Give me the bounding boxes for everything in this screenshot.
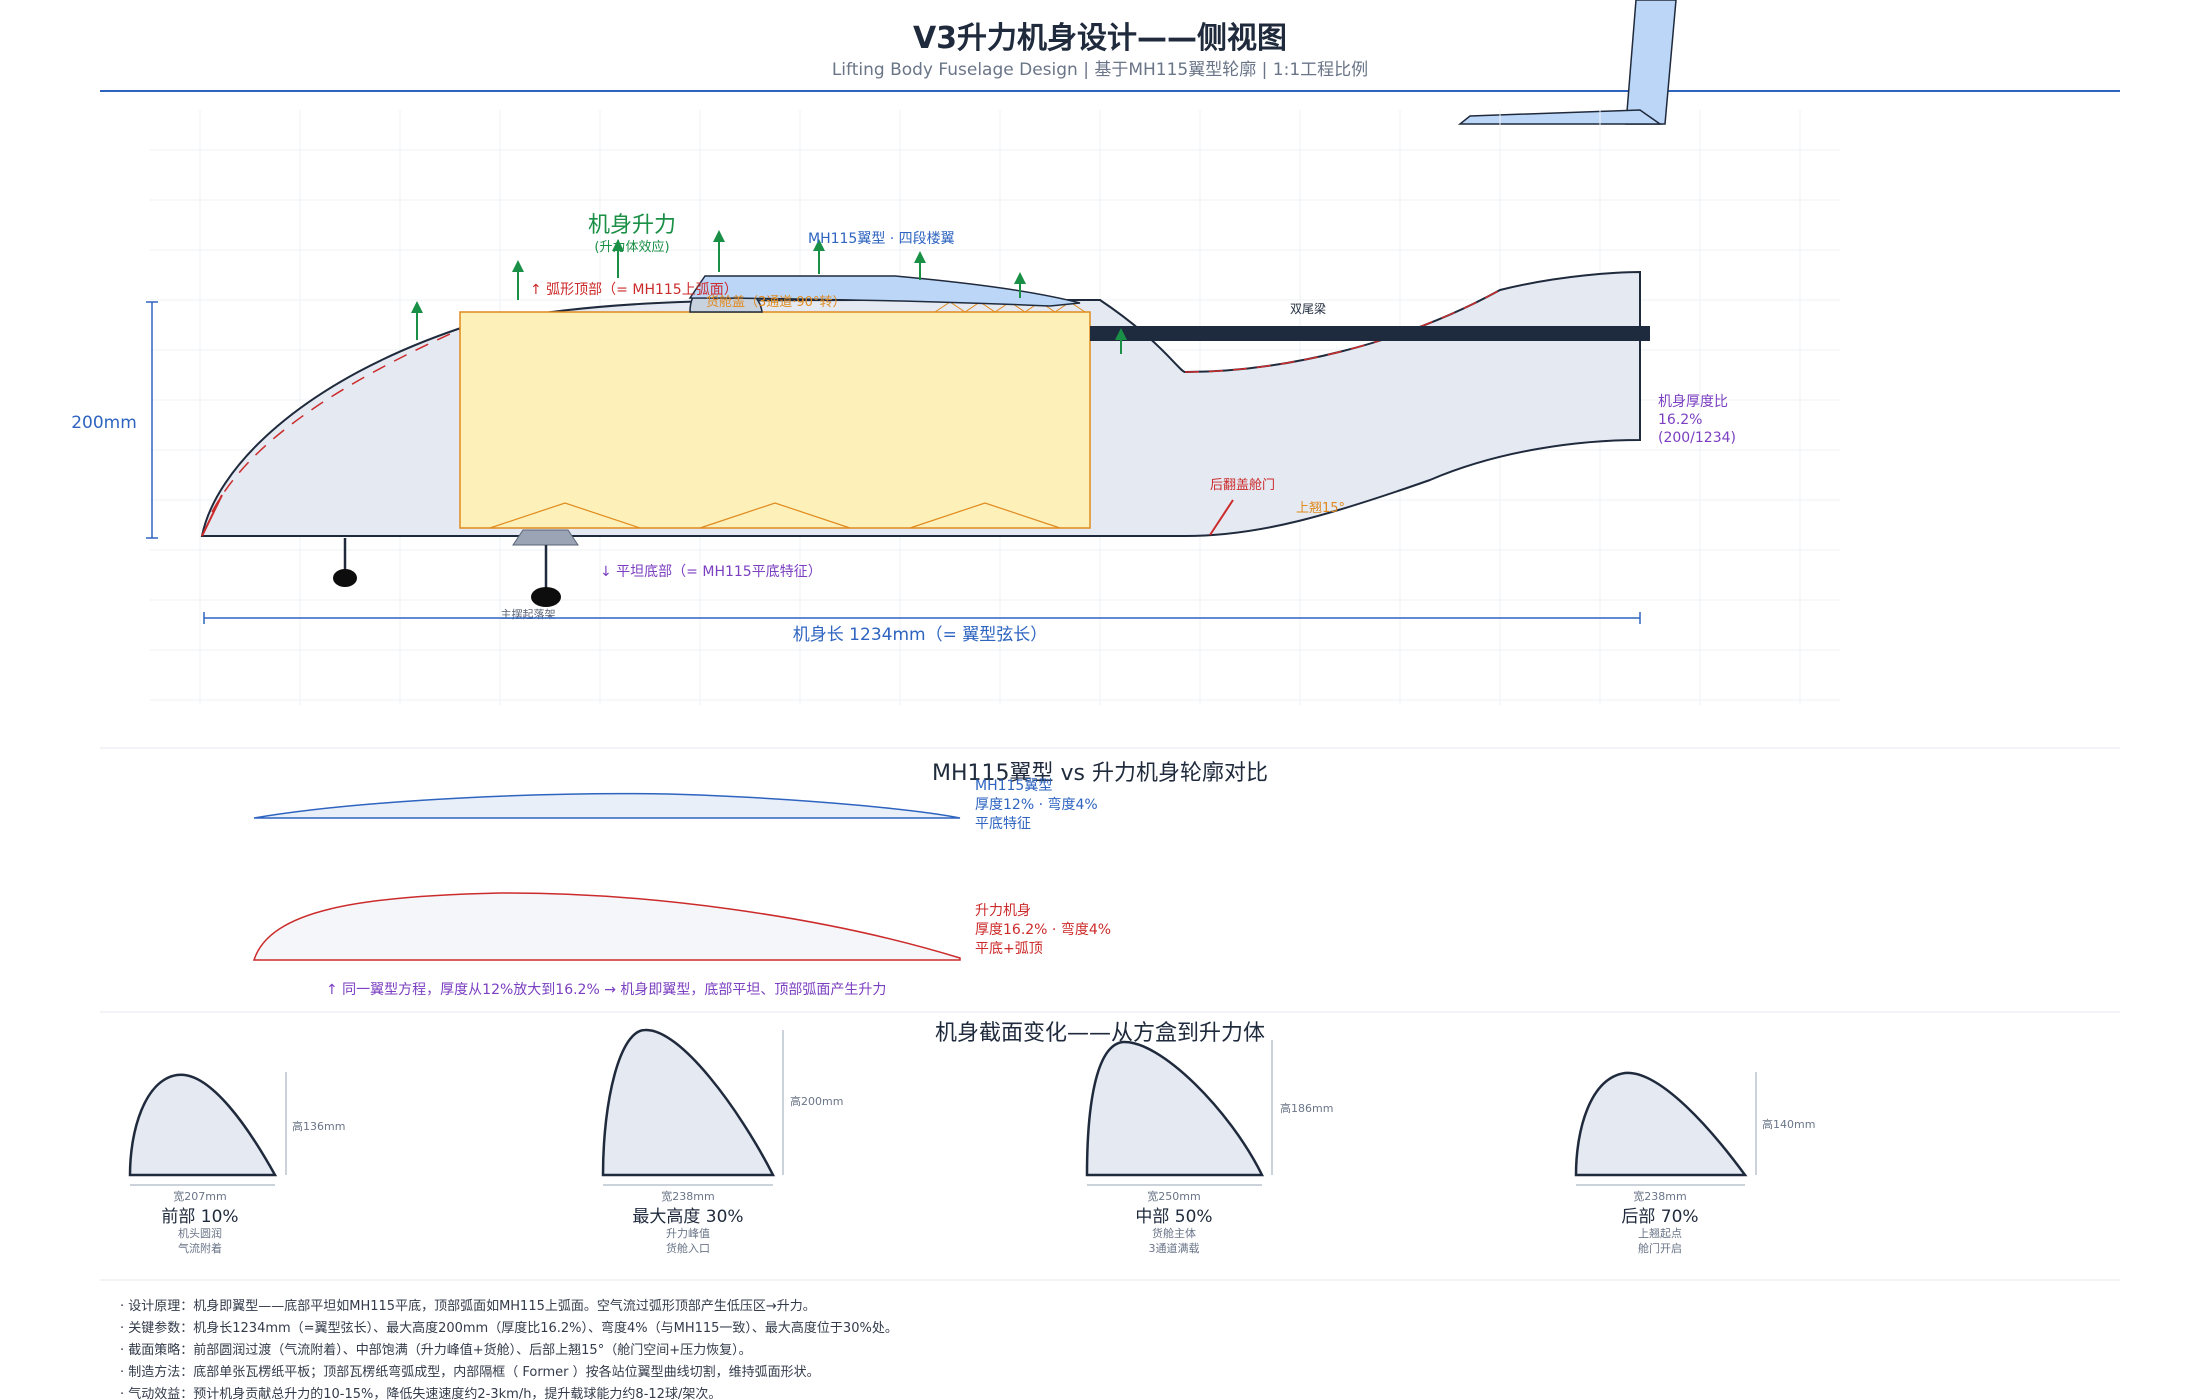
airfoil-spec: 厚度12% · 弯度4% <box>975 796 1098 813</box>
cargo-hatch-label: 货舱盖（3通道·90°转） <box>706 294 845 310</box>
comparison-title: MH115翼型 vs 升力机身轮廓对比 <box>932 761 1268 786</box>
height-dimension-label: 200mm <box>71 413 137 433</box>
length-dimension-label: 机身长 1234mm（= 翼型弦长） <box>793 625 1047 645</box>
section-name: 后部 70% <box>1621 1207 1698 1227</box>
flat-bottom-label: ↓ 平坦底部（= MH115平底特征） <box>600 564 822 580</box>
thickness-label: 机身厚度比 <box>1658 394 1728 410</box>
section-width: 宽238mm <box>661 1189 714 1203</box>
cargo-bottom-trusses <box>489 502 1061 529</box>
section-width: 宽207mm <box>173 1189 226 1203</box>
section-height: 高186mm <box>1280 1101 1333 1115</box>
body-name: 升力机身 <box>975 903 1031 919</box>
lift-title: 机身升力 <box>588 213 676 238</box>
section-note: 升力峰值 <box>666 1227 710 1240</box>
height-dimension <box>146 301 158 539</box>
rear-hatch-line <box>1209 499 1234 536</box>
thickness-value: 16.2% <box>1658 412 1702 428</box>
cross-section-front: 高136mm 宽207mm 前部 10% 机头圆润 气流附着 <box>128 1072 345 1255</box>
thickness-ratio: (200/1234) <box>1658 430 1736 446</box>
cross-section-rear: 高140mm 宽238mm 后部 70% 上翘起点 舱门开启 <box>1574 1071 1815 1255</box>
body-spec: 厚度16.2% · 弯度4% <box>975 921 1111 938</box>
upper-arc-highlight <box>211 289 1501 513</box>
overflow-wing-shape <box>1457 0 1677 125</box>
rear-hatch-label: 后翻盖舱门 <box>1210 478 1275 493</box>
note-line: · 截面策略：前部圆润过渡（气流附着）、中部饱满（升力峰值+货舱）、后部上翘15… <box>120 1342 752 1358</box>
cargo-bay <box>459 311 1091 529</box>
section-note: 货舱入口 <box>666 1241 710 1255</box>
section-height: 高140mm <box>1762 1117 1815 1131</box>
design-notes: · 设计原理：机身即翼型——底部平坦如MH115平底，顶部弧面如MH115上弧面… <box>120 1298 898 1400</box>
arc-top-label: ↑ 弧形顶部（= MH115上弧面） <box>530 282 738 298</box>
note-line: · 关键参数：机身长1234mm（=翼型弦长）、最大高度200mm（厚度比16.… <box>120 1320 898 1336</box>
section-note: 气流附着 <box>178 1241 222 1255</box>
section-note: 机头圆润 <box>178 1226 222 1240</box>
section-note: 货舱主体 <box>1152 1226 1196 1240</box>
length-dimension <box>203 612 1641 624</box>
airfoil-label: MH115翼型 · 四段楼翼 <box>808 231 955 247</box>
airfoil-name: MH115翼型 <box>975 778 1052 794</box>
mh115-airfoil-outline <box>253 792 961 819</box>
lift-arrows <box>411 230 1127 354</box>
section-name: 前部 10% <box>161 1207 238 1227</box>
twin-boom-label: 双尾梁 <box>1290 301 1326 316</box>
twin-boom <box>1090 326 1650 341</box>
airfoil-feature: 平底特征 <box>975 816 1031 832</box>
nose-accent <box>201 494 223 537</box>
page-subtitle: Lifting Body Fuselage Design | 基于MH115翼型… <box>832 60 1368 80</box>
section-width: 宽238mm <box>1633 1189 1686 1203</box>
sections-title: 机身截面变化——从方盒到升力体 <box>935 1021 1265 1046</box>
upsweep-label: 上翘15° <box>1296 501 1345 516</box>
note-line: · 气动效益：预计机身贡献总升力的10-15%，降低失速速度约2-3km/h，提… <box>120 1386 721 1400</box>
lift-subtitle: (升力体效应) <box>594 239 669 255</box>
section-note: 舱门开启 <box>1638 1241 1682 1255</box>
note-line: · 制造方法：底部单张瓦楞纸平板；顶部瓦楞纸弯弧成型，内部隔框（ Former … <box>120 1364 820 1380</box>
section-height: 高200mm <box>790 1094 843 1108</box>
section-width: 宽250mm <box>1147 1189 1200 1203</box>
comparison-note: ↑ 同一翼型方程，厚度从12%放大到16.2% → 机身即翼型，底部平坦、顶部弧… <box>326 982 886 998</box>
section-height: 高136mm <box>292 1119 345 1133</box>
gear-label: 主摆起落架 <box>501 607 556 621</box>
section-name: 中部 50% <box>1135 1207 1212 1227</box>
lifting-body-outline <box>252 892 961 961</box>
note-line: · 设计原理：机身即翼型——底部平坦如MH115平底，顶部弧面如MH115上弧面… <box>120 1298 816 1314</box>
section-name: 最大高度 30% <box>632 1207 743 1227</box>
section-note: 3通道满载 <box>1149 1241 1200 1255</box>
wing-profile <box>688 275 1081 307</box>
cross-section-max-height: 高200mm 宽238mm 最大高度 30% 升力峰值 货舱入口 <box>601 1028 843 1255</box>
page-title: V3升力机身设计——侧视图 <box>913 21 1287 56</box>
section-note: 上翘起点 <box>1638 1227 1682 1240</box>
body-feature: 平底+弧顶 <box>975 941 1043 957</box>
landing-gear <box>333 529 579 607</box>
cross-section-middle: 高186mm 宽250mm 中部 50% 货舱主体 3通道满载 <box>1085 1040 1333 1255</box>
